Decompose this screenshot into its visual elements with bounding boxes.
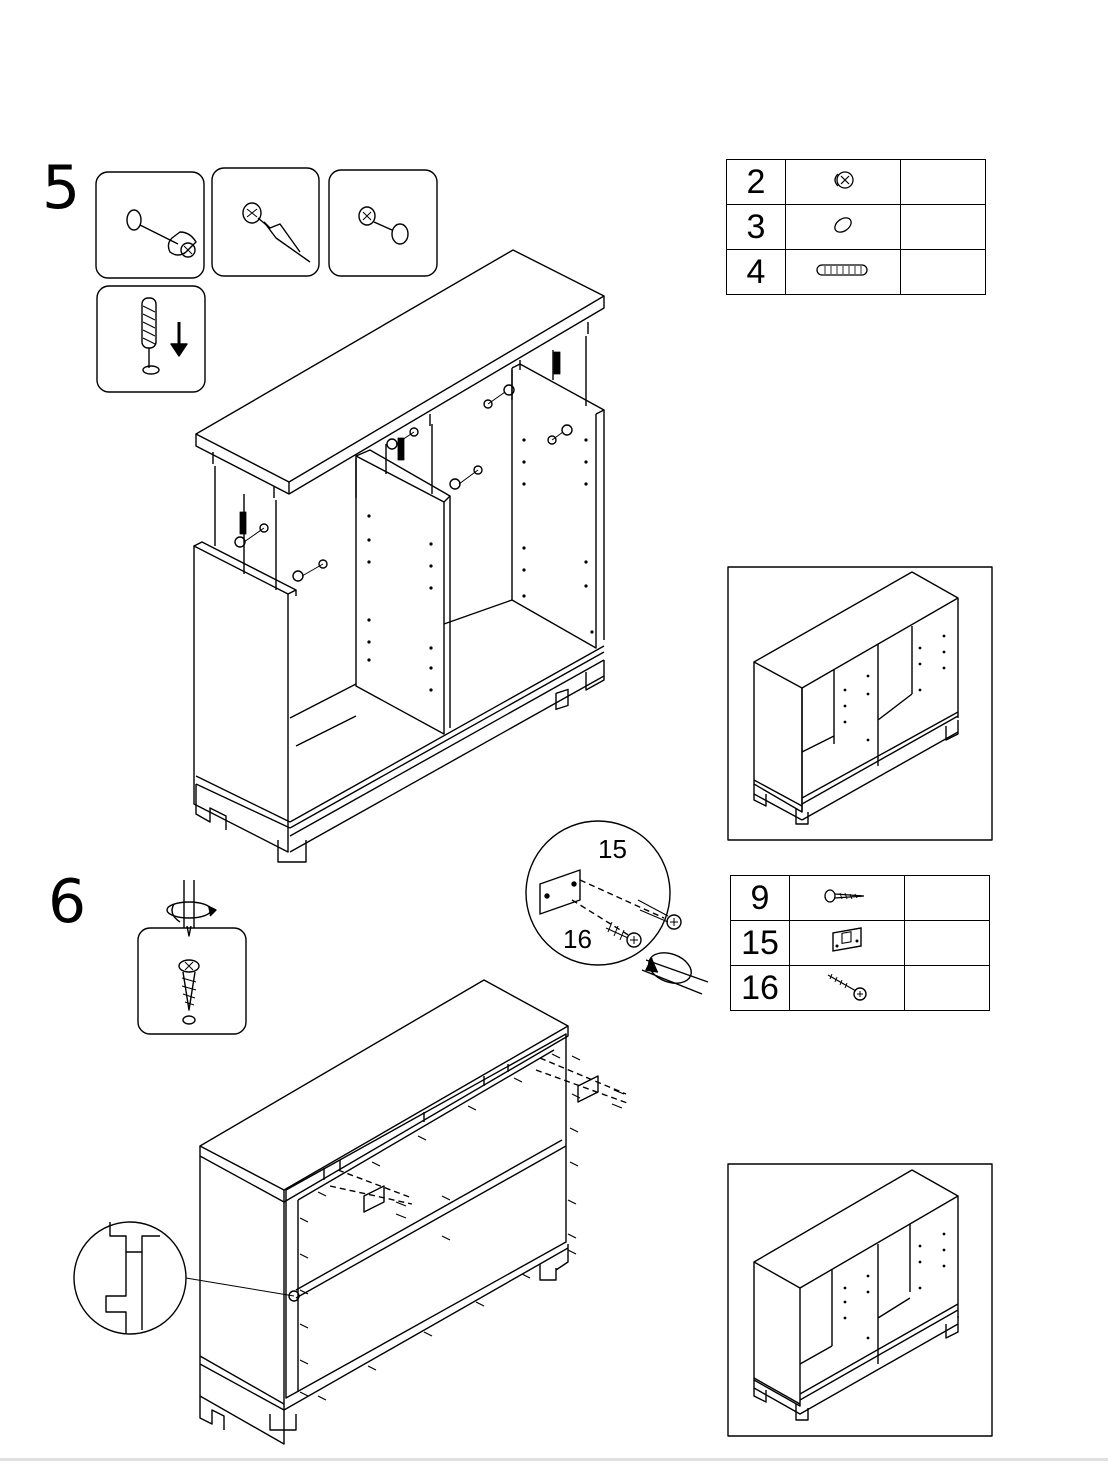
shelf-pin-holes — [367, 438, 593, 691]
step-5-result-thumbnail — [728, 567, 992, 840]
screw-markers — [300, 1054, 624, 1400]
step-6-cabinet-drawing — [74, 980, 630, 1444]
step-6-result-thumbnail — [728, 1164, 992, 1436]
dowel-detail-box — [97, 286, 205, 392]
screwdriver-detail-box — [212, 168, 319, 276]
page-bottom-rule — [0, 1458, 1108, 1461]
screw-detail-box — [138, 880, 246, 1034]
cam-cap-detail-box — [329, 170, 437, 276]
step-5-cabinet-drawing — [194, 250, 604, 862]
callout-label-15: 15 — [598, 834, 627, 864]
callout-label-16: 16 — [563, 924, 592, 954]
cam-lock-detail-box — [96, 172, 204, 278]
